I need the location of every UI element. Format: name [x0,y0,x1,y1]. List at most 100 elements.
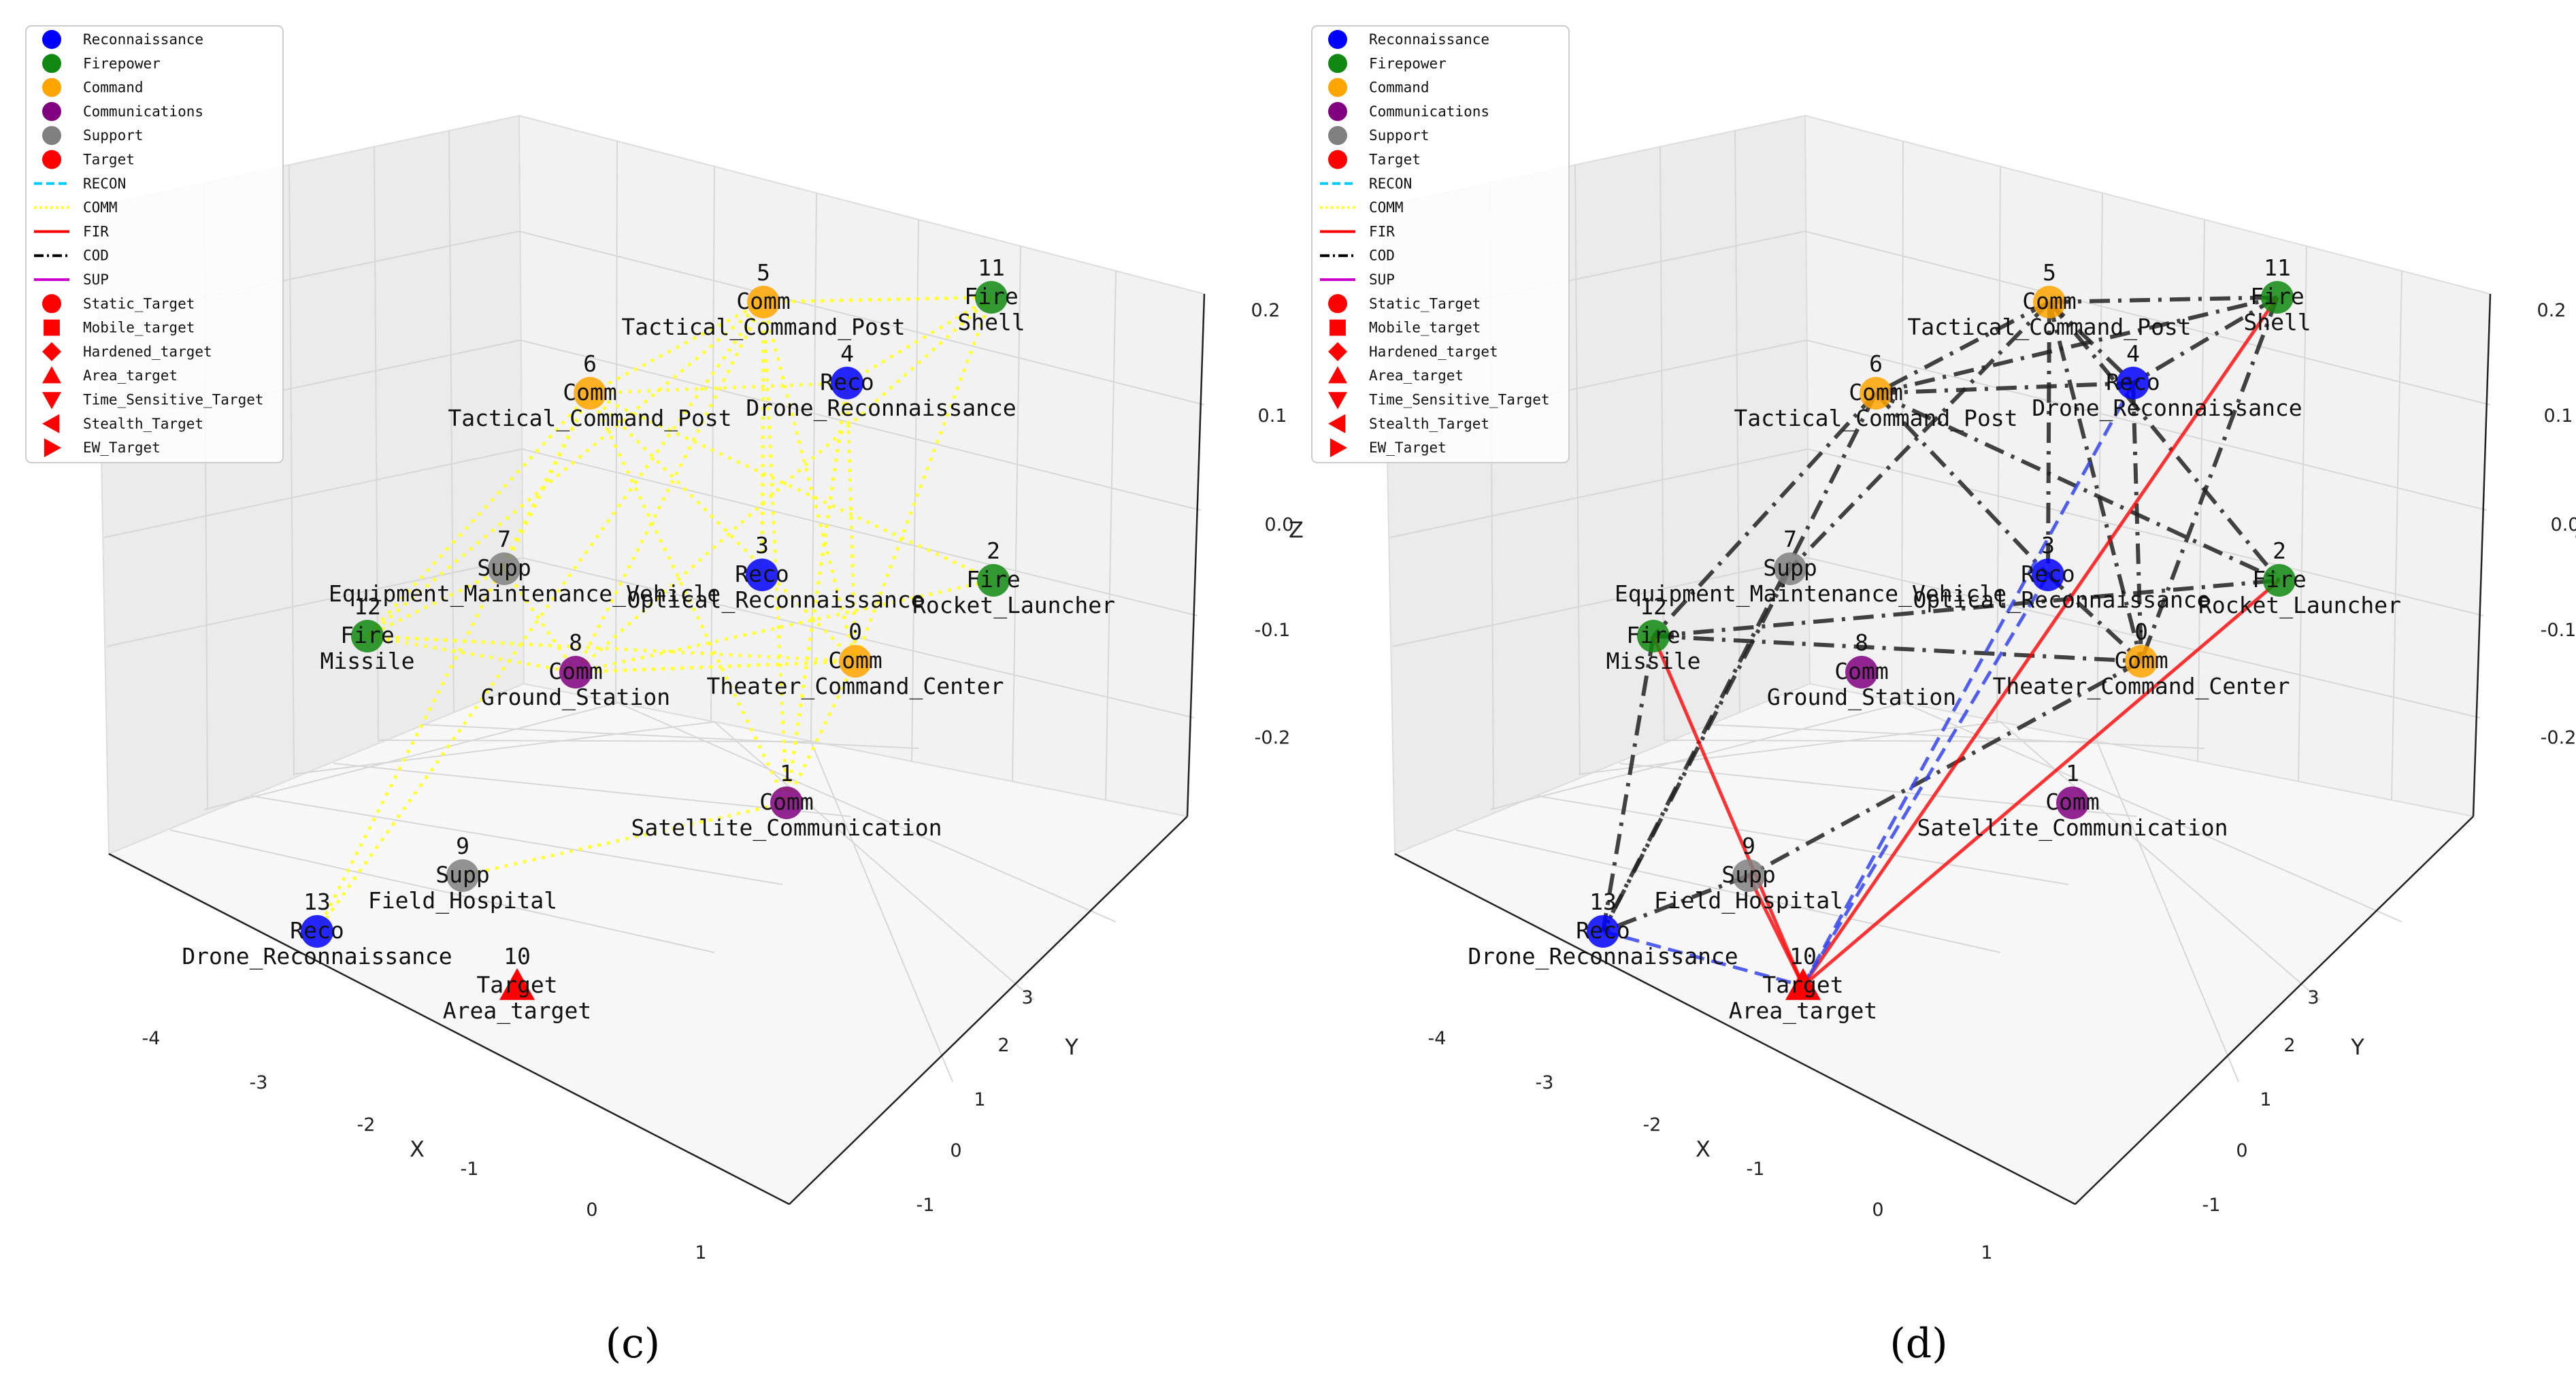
edge-comm-7-12 [366,567,506,638]
node-type-label: Supp [477,554,531,581]
node-id-label: 3 [755,532,769,559]
edge-comm-7-8 [502,567,578,674]
node-id-label: 13 [1589,889,1617,915]
node-name-label: Tactical_Command_Post [448,405,731,432]
x-tick-label: -4 [1428,1028,1447,1049]
node-type-label: Target [1762,972,1843,998]
node-name-label: Tactical_Command_Post [1907,314,2191,341]
x-tick-label: -1 [461,1159,479,1180]
node-name-label: Area_target [443,997,592,1025]
legend-marker-area-target [1328,366,1347,384]
node-name-label: Missile [1606,648,1700,674]
node-type-label: Target [476,972,557,998]
legend-label: SUP [1369,271,1395,288]
node-id-label: 12 [1640,593,1667,620]
edge-cod-5-7 [1788,300,2051,571]
node-id-label: 13 [303,889,331,915]
node-name-label: Tactical_Command_Post [621,314,905,341]
grid-line [2391,270,2402,800]
node-type-label: Reco [290,917,344,944]
node-marker-13 [301,915,333,948]
grid-line [1734,130,1740,713]
legend-label: Communications [1369,103,1489,120]
legend-label: Reconnaissance [1369,31,1489,48]
grid-line [1578,720,2321,1001]
legend-marker-command [42,78,61,97]
x-tick-label: 0 [586,1199,597,1221]
legend-marker-target [1328,150,1347,169]
edge-recon-13-10 [1602,929,1804,988]
legend-box [1311,25,1570,463]
node-marker-7 [488,552,521,585]
node-id-label: 5 [2043,259,2056,286]
legend-marker-hardened-target [42,342,61,361]
edge-cod-5-2 [2047,301,2281,582]
node-marker-13 [1587,915,1619,948]
grid-line [1901,141,1904,703]
node-name-label: Ground_Station [481,684,670,711]
legend-marker-firepower [1328,54,1347,73]
x-tick-label: 1 [1981,1242,1992,1263]
grid-line [1663,740,2239,1082]
y-tick-label: 1 [974,1089,985,1110]
edge-fir-9-10 [1747,874,1805,987]
legend-label: Time_Sensitive_Target [83,392,264,408]
node-id-label: 9 [1742,833,1755,859]
node-name-label: Satellite_Communication [631,814,942,842]
grid-line [1574,164,1581,776]
node-name-label: Shell [957,309,1025,335]
axis-line [1394,852,2076,1206]
node-type-label: Comm [2022,288,2076,314]
legend-label: RECON [83,176,126,192]
node-type-label: Supp [435,861,489,888]
node-marker-9 [1732,859,1765,892]
node-id-label: 7 [1783,526,1797,552]
node-marker-2 [2263,564,2296,597]
y-tick-label: 3 [2307,987,2319,1008]
node-type-label: Comm [1834,658,1888,684]
grid-line [103,448,1198,616]
node-id-label: 3 [2041,532,2055,559]
y-tick-label: -1 [917,1195,935,1216]
node-marker-6 [1860,377,1892,410]
z-tick-label: 0.0 [1265,514,1294,535]
node-type-label: Comm [548,658,602,684]
x-tick-label: 1 [695,1242,706,1263]
legend-label: RECON [1369,176,1412,192]
node-name-label: Theater_Command_Center [706,673,1004,700]
grid-line [106,557,1195,718]
grid-line [421,724,919,749]
grid-line [1537,795,2069,885]
legend-label: COD [1369,248,1395,264]
legend-label: Command [1369,80,1430,96]
node-type-label: Comm [736,288,790,314]
edge-cod-6-3 [1874,391,2050,577]
edge-cod-0-9 [1747,659,2143,878]
z-tick-label: 0.0 [2551,514,2576,535]
node-name-label: Tactical_Command_Post [1734,405,2017,432]
legend-label: EW_Target [83,440,161,456]
axes-frame [1381,114,2492,1206]
node-marker-9 [446,859,479,892]
grid-line [292,720,1035,1001]
grid-line [1105,270,1117,800]
legend-marker-stealth-target [42,414,60,433]
node-id-label: 9 [456,833,469,859]
y-axis-label: Y [1064,1034,1078,1060]
node-marker-11 [975,281,1008,314]
legend-label: Support [1369,127,1430,144]
node-id-label: 4 [2126,340,2140,367]
axis-line [2472,293,2492,817]
legend-label: EW_Target [1369,440,1447,456]
edge-fir-11-10 [1801,296,2279,987]
x-tick-label: -1 [1747,1159,1765,1180]
grid-line [169,829,715,953]
grid-line [2096,193,2103,742]
legend-label: COD [83,248,109,264]
z-tick-label: -0.1 [2541,620,2576,641]
legend-marker-command [1328,78,1347,97]
node-marker-4 [831,367,863,399]
legend-marker-firepower [42,54,61,73]
node-id-label: 2 [987,537,1000,564]
